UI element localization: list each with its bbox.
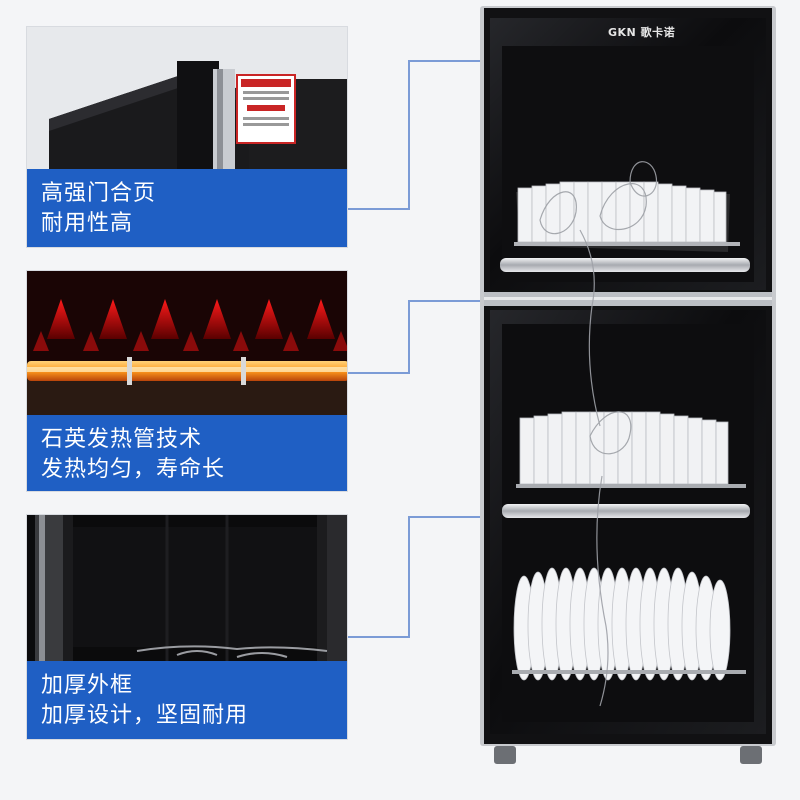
feature-panel-heating: 石英发热管技术 发热均匀，寿命长 (26, 270, 348, 492)
feature-title: 高强门合页 (41, 181, 157, 206)
heating-tube-photo (27, 271, 347, 417)
brand-logo: GKN 歌卡诺 (608, 25, 675, 39)
connector-line (348, 208, 410, 210)
feature-subtitle: 发热均匀，寿命长 (41, 457, 226, 482)
heat-arrow-icons (33, 299, 347, 351)
feature-caption: 高强门合页 耐用性高 (27, 169, 347, 247)
hinge-photo (27, 27, 347, 171)
connector-line (408, 300, 482, 302)
rack-wire-icon (136, 645, 328, 658)
disinfection-cabinet-image: GKN 歌卡诺 (480, 6, 776, 768)
feature-title: 石英发热管技术 (41, 427, 203, 452)
feature-title: 加厚外框 (41, 673, 134, 698)
feature-caption: 加厚外框 加厚设计，坚固耐用 (27, 661, 347, 739)
feature-panel-frame: 加厚外框 加厚设计，坚固耐用 (26, 514, 348, 740)
middle-plate-rack (502, 411, 750, 518)
connector-line (348, 636, 408, 638)
connector-line (408, 60, 410, 210)
connector-line (408, 60, 482, 62)
feature-panel-hinge: 高强门合页 耐用性高 (26, 26, 348, 248)
certificate-sticker-icon (236, 74, 296, 144)
feature-subtitle: 加厚设计，坚固耐用 (41, 703, 249, 728)
bottom-dish-rack (512, 567, 746, 681)
connector-line (408, 516, 410, 638)
frame-photo (27, 515, 347, 663)
lotus-lineart-icon (539, 161, 658, 707)
connector-line (408, 300, 410, 374)
feature-caption: 石英发热管技术 发热均匀，寿命长 (27, 415, 347, 491)
upper-plate-rack (500, 181, 750, 272)
connector-line (408, 516, 482, 518)
connector-line (348, 372, 408, 374)
feature-subtitle: 耐用性高 (41, 211, 134, 236)
